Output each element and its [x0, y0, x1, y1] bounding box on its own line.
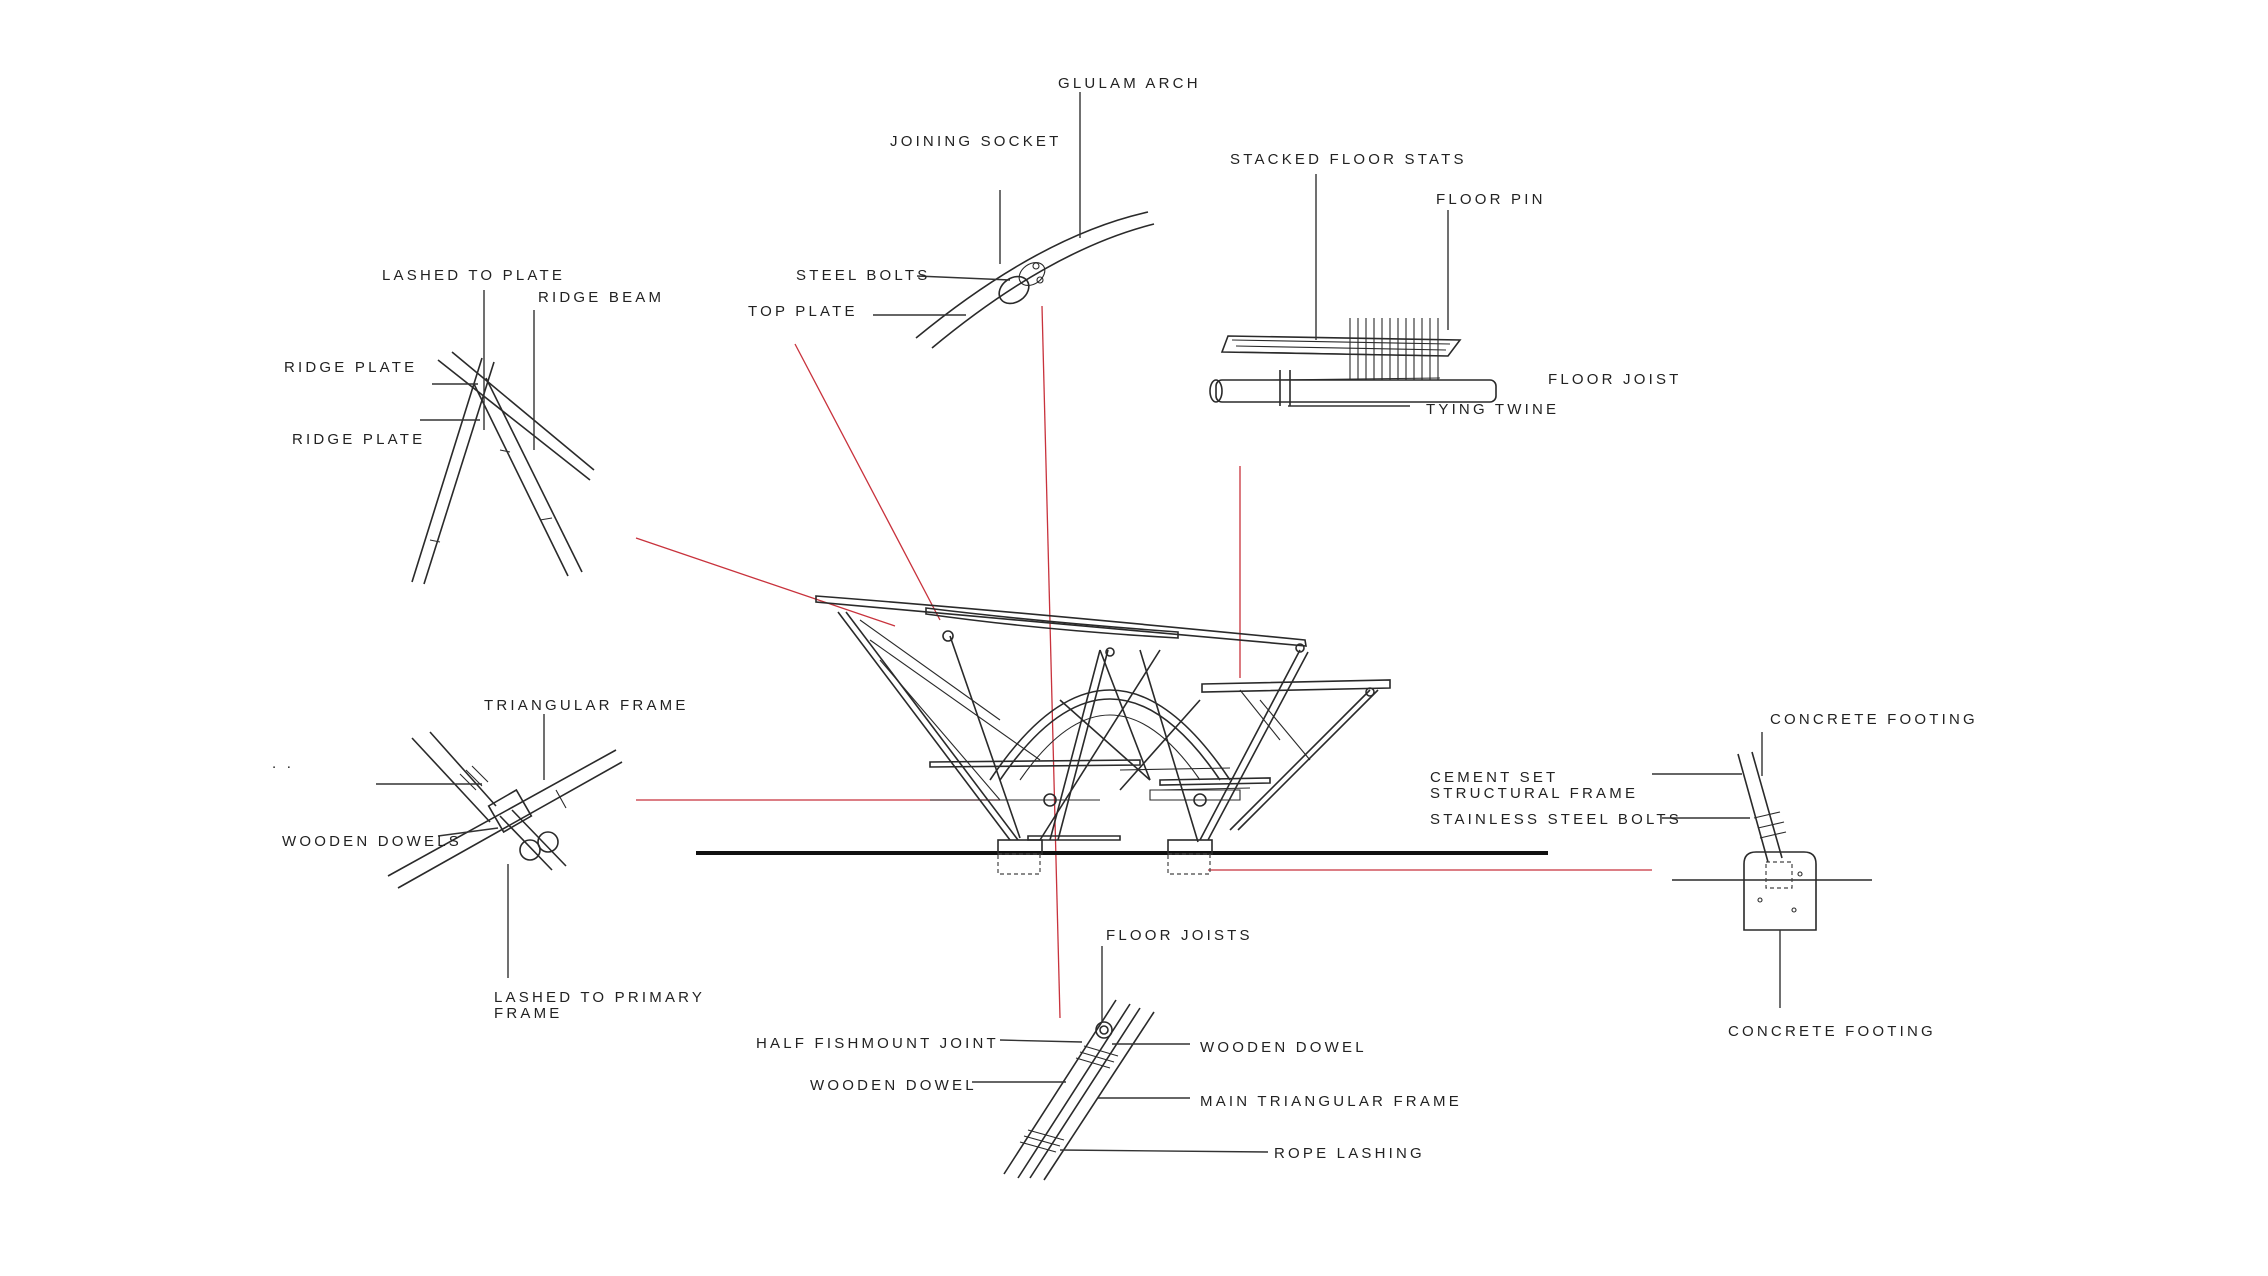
- stacked-floor-detail: [1209, 174, 1497, 407]
- label-stacked-floor-stats: STACKED FLOOR STATS: [1230, 151, 1467, 168]
- label-floor-joist: FLOOR JOIST: [1548, 371, 1682, 388]
- concrete-footing-detail: [1652, 732, 1872, 1008]
- label-steel-bolts: STEEL BOLTS: [796, 267, 931, 284]
- label-stainless-steel-bolts: STAINLESS STEEL BOLTS: [1430, 811, 1682, 828]
- fishmount-joint-detail: [972, 946, 1269, 1181]
- main-structure: [815, 595, 1391, 875]
- label-cement-set-structural-frame: CEMENT SET STRUCTURAL FRAME: [1430, 769, 1639, 802]
- stray-mark: . .: [272, 755, 295, 772]
- label-wooden-dowel-left: WOODEN DOWEL: [810, 1077, 977, 1094]
- glulam-arch-detail: [873, 92, 1155, 349]
- label-floor-joists: FLOOR JOISTS: [1106, 927, 1253, 944]
- label-ridge-plate-2: RIDGE PLATE: [292, 431, 426, 448]
- label-triangular-frame: TRIANGULAR FRAME: [484, 697, 689, 714]
- label-tying-twine: TYING TWINE: [1426, 401, 1560, 418]
- label-concrete-footing-bottom: CONCRETE FOOTING: [1728, 1023, 1936, 1040]
- label-lashed-to-primary-frame: LASHED TO PRIMARY FRAME: [494, 989, 706, 1022]
- label-lashed-to-plate: LASHED TO PLATE: [382, 267, 566, 284]
- label-ridge-plate-1: RIDGE PLATE: [284, 359, 418, 376]
- red-connector-lines: [635, 305, 1652, 1019]
- label-ridge-beam: RIDGE BEAM: [538, 289, 665, 306]
- label-main-triangular-frame: MAIN TRIANGULAR FRAME: [1200, 1093, 1462, 1110]
- triangular-frame-detail: [376, 714, 623, 978]
- label-top-plate: TOP PLATE: [748, 303, 858, 320]
- label-wooden-dowel-right: WOODEN DOWEL: [1200, 1039, 1367, 1056]
- label-rope-lashing: ROPE LASHING: [1274, 1145, 1425, 1162]
- ridge-detail: [411, 290, 595, 585]
- label-joining-socket: JOINING SOCKET: [890, 133, 1062, 150]
- label-floor-pin: FLOOR PIN: [1436, 191, 1546, 208]
- label-wooden-dowels: WOODEN DOWELS: [282, 833, 462, 850]
- label-half-fishmount-joint: HALF FISHMOUNT JOINT: [756, 1035, 999, 1052]
- label-concrete-footing-top: CONCRETE FOOTING: [1770, 711, 1978, 728]
- label-glulam-arch: GLULAM ARCH: [1058, 75, 1201, 92]
